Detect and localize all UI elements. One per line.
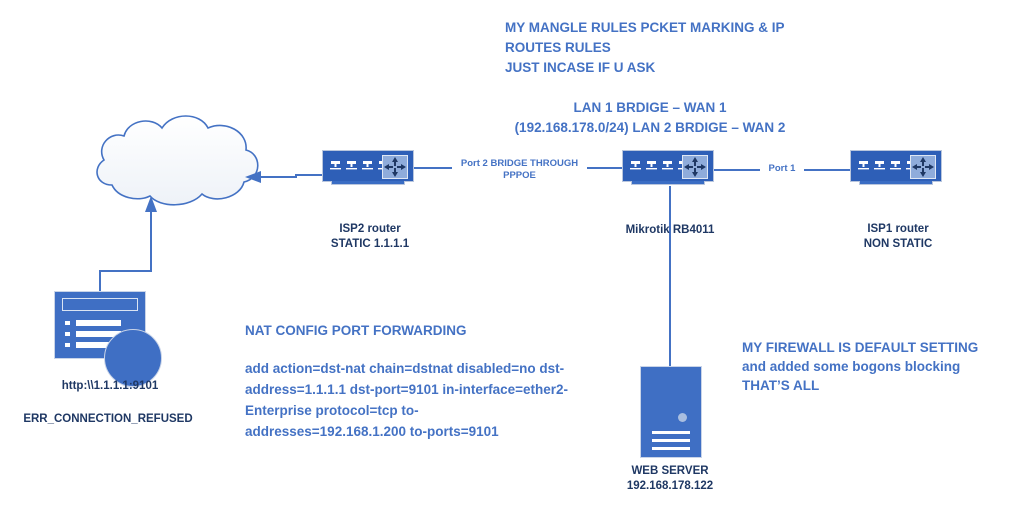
routing-arrows-icon — [682, 155, 708, 179]
browser-address-bar — [62, 298, 138, 311]
link-client-to-cloud — [99, 210, 152, 291]
browser-content-lines — [65, 320, 125, 359]
label-client-url: http:\\1.1.1.1:9101 — [61, 380, 159, 392]
label-mikrotik-router: Mikrotik RB4011 — [625, 224, 715, 236]
annotation-nat-command: add action=dst-nat chain=dstnat disabled… — [245, 361, 569, 439]
router-icon-isp1[interactable] — [850, 150, 942, 185]
router-port-glyphs — [330, 159, 389, 173]
server-drive-bays — [652, 431, 690, 455]
router-base — [331, 181, 405, 185]
router-icon-mikrotik[interactable] — [622, 150, 714, 185]
annotation-nat-title: NAT CONFIG PORT FORWARDING — [245, 323, 467, 338]
annotation-lan-bridge: LAN 1 BRDIGE – WAN 1 (192.168.178.0/24) … — [514, 100, 786, 135]
server-icon[interactable] — [640, 366, 702, 458]
label-web-server: WEB SERVER 192.168.178.122 — [626, 465, 714, 492]
routing-arrows-icon — [910, 155, 936, 179]
annotation-mangle-rules: MY MANGLE RULES PCKET MARKING & IP ROUTE… — [505, 20, 785, 75]
arrowhead-cloud-bottom — [145, 196, 157, 212]
router-base — [859, 181, 933, 185]
router-icon-isp2[interactable] — [322, 150, 414, 185]
link-label-port1: Port 1 — [760, 163, 804, 175]
router-port-glyphs — [630, 159, 689, 173]
cloud-icon — [96, 115, 259, 206]
router-base — [631, 181, 705, 185]
label-connection-error: ERR_CONNECTION_REFUSED — [23, 413, 193, 425]
link-isp2-to-cloud — [258, 174, 322, 178]
browser-window-icon[interactable] — [54, 291, 146, 359]
routing-arrows-icon — [382, 155, 408, 179]
label-isp2-router: ISP2 router STATIC 1.1.1.1 — [330, 223, 410, 250]
server-power-led — [678, 413, 687, 422]
globe-icon — [104, 329, 162, 387]
arrowhead-cloud-right — [245, 171, 261, 183]
annotation-firewall-note: MY FIREWALL IS DEFAULT SETTING and added… — [742, 340, 979, 393]
link-label-port2-bridge: Port 2 BRIDGE THROUGH PPPOE — [452, 158, 587, 182]
label-isp1-router: ISP1 router NON STATIC — [863, 223, 933, 250]
router-port-glyphs — [858, 159, 917, 173]
